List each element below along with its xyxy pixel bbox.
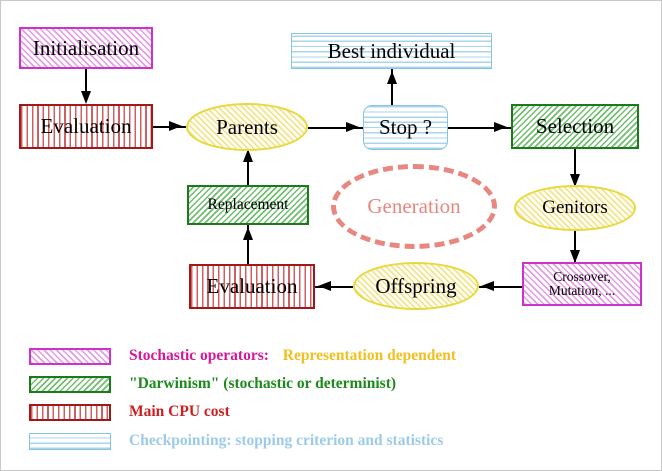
edge-selection-to-genitors [574,149,576,185]
node-stop[interactable]: Stop ? [363,105,448,150]
edge-parents-to-stop [308,127,363,129]
arrowhead-evaluation-to-replacement [242,227,253,240]
arrowhead-initialisation-to-evaluation [80,91,91,104]
node-genitors[interactable]: Genitors [514,185,636,231]
node-evaluation-bottom[interactable]: Evaluation [189,264,315,309]
legend-swatch-magenta-hatch [29,347,111,365]
node-genitors-label: Genitors [542,197,608,219]
arrowhead-crossover-to-offspring [481,280,494,291]
node-initialisation-label: Initialisation [32,35,140,60]
node-parents-label: Parents [216,114,278,139]
legend-text-main-cpu-cost: Main CPU cost [129,403,230,420]
legend-text-checkpointing: Checkpointing: stopping criterion and st… [129,432,444,449]
node-generation-label: Generation [367,194,461,219]
arrowhead-stop-to-selection [494,121,507,132]
edge-stop-to-selection [448,127,511,129]
legend-swatch-blue-hatch [29,432,111,450]
arrowhead-replacement-to-parents [242,149,253,162]
node-evaluation-bottom-label: Evaluation [206,274,298,299]
node-stop-label: Stop ? [378,115,433,140]
edge-genitors-to-crossover [574,231,576,262]
node-parents[interactable]: Parents [186,103,308,151]
legend-item-checkpointing: Checkpointing: stopping criterion and st… [29,430,443,452]
legend-label-stochastic-operators: Stochastic operators: Representation dep… [129,347,456,365]
arrowhead-genitors-to-crossover [569,250,580,263]
arrowhead-evaluation-to-parents [169,120,182,131]
node-best-individual[interactable]: Best individual [291,33,492,69]
node-selection-label: Selection [535,114,615,139]
edge-initialisation-to-evaluation [85,69,87,97]
node-crossover-mutation[interactable]: Crossover, Mutation, ... [522,262,642,306]
node-generation-loop: Generation [331,164,497,249]
arrowhead-stop-to-best-individual [386,71,397,84]
legend-item-stochastic-operators: Stochastic operators: Representation dep… [29,345,456,367]
arrowhead-offspring-to-evaluation [318,280,331,291]
legend-text-darwinism: "Darwinism" (stochastic or determinist) [129,375,397,392]
edge-evaluation-to-replacement [247,225,249,264]
arrowhead-parents-to-stop [346,121,359,132]
legend-text-stochastic-operators: Stochastic operators: [129,347,269,364]
edge-replacement-to-parents [247,149,249,185]
arrowhead-selection-to-genitors [569,174,580,187]
node-crossover-mutation-label-line1: Crossover, [553,268,611,284]
node-evaluation-top-label: Evaluation [40,114,132,139]
edge-stop-to-best-individual [391,69,393,105]
node-selection[interactable]: Selection [511,104,639,149]
node-initialisation[interactable]: Initialisation [19,27,153,69]
legend-item-main-cpu-cost: Main CPU cost [29,401,230,423]
edge-offspring-to-evaluation [315,286,353,288]
edge-crossover-to-offspring [479,286,522,288]
legend-text-representation-dependent: Representation dependent [282,347,457,364]
node-replacement[interactable]: Replacement [187,185,309,225]
legend-swatch-green-hatch [29,375,111,393]
node-offspring[interactable]: Offspring [353,262,479,310]
node-crossover-mutation-label-line2: Mutation, ... [548,283,616,298]
legend-item-darwinism: "Darwinism" (stochastic or determinist) [29,373,396,395]
node-offspring-label: Offspring [375,273,457,298]
legend-swatch-red-hatch [29,403,111,421]
node-best-individual-label: Best individual [327,38,456,63]
node-evaluation-top[interactable]: Evaluation [19,104,153,149]
node-replacement-label: Replacement [207,195,289,213]
